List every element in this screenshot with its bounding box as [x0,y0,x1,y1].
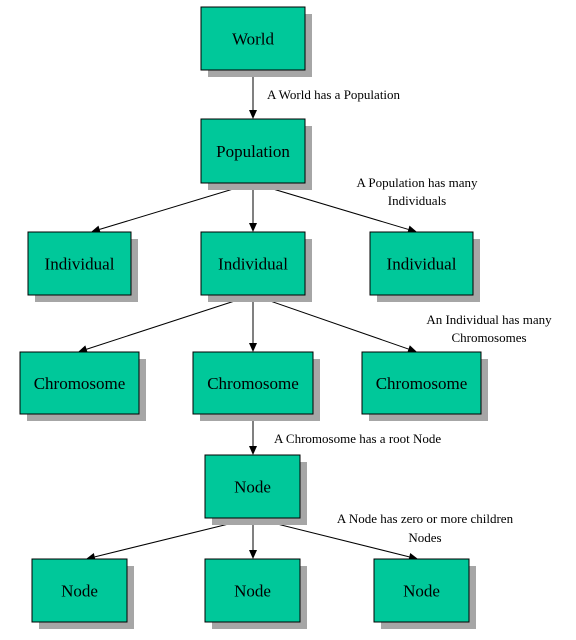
box-world: World [200,6,312,77]
box-rect [31,558,128,623]
box-rect [19,351,140,415]
box-rect [27,231,132,296]
annotations-layer: A World has a Population A Population has… [267,87,552,545]
edge-population-individual-center [249,183,257,232]
annotation-line: A Population has many [357,175,478,190]
box-label: Node [234,478,271,497]
box-label: World [232,30,275,49]
box-chromosome-center: Chromosome [192,351,320,421]
box-rect [361,351,482,415]
box-label: Node [403,582,440,601]
annotation-chromosome-node: A Chromosome has a root Node [274,431,441,446]
box-rect [369,231,474,296]
box-label: Individual [45,255,115,274]
box-rect [200,231,306,296]
annotation-line: A World has a Population [267,87,401,102]
box-node-center: Node [204,558,307,629]
box-label: Individual [387,255,457,274]
box-node-left: Node [31,558,134,629]
box-label: Node [61,582,98,601]
box-chromosome-left: Chromosome [19,351,146,421]
edge-population-individual-right [252,182,417,234]
edge-individual-chromosome-center [249,295,257,352]
box-rect [204,454,301,519]
box-rect [204,558,301,623]
box-label: Chromosome [34,374,126,393]
edge-world-population [249,70,257,119]
annotation-line: A Node has zero or more children [337,511,514,526]
box-rect [200,118,306,184]
annotation-line: Chromosomes [451,330,526,345]
annotation-line: A Chromosome has a root Node [274,431,441,446]
box-rect [200,6,306,71]
box-individual-right: Individual [369,231,480,302]
box-label: Chromosome [376,374,468,393]
box-label: Individual [218,255,288,274]
box-population: Population [200,118,312,190]
box-rect [192,351,314,415]
box-chromosome-right: Chromosome [361,351,488,421]
box-node-right: Node [373,558,476,629]
edge-individual-chromosome-left [78,294,254,354]
box-label: Chromosome [207,374,299,393]
box-rect [373,558,470,623]
box-individual-left: Individual [27,231,138,302]
box-label: Node [234,582,271,601]
annotation-world-population: A World has a Population [267,87,401,102]
annotation-line: Nodes [408,530,441,545]
annotation-line: Individuals [388,193,447,208]
edge-individual-chromosome-right [252,294,417,353]
box-node-root: Node [204,454,307,525]
edge-population-individual-left [91,182,254,234]
annotation-line: An Individual has many [426,312,552,327]
box-label: Population [216,142,290,161]
box-individual-center: Individual [200,231,312,302]
